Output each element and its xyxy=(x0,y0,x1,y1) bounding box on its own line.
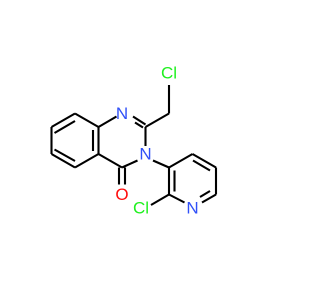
bond xyxy=(168,153,194,169)
atom-label-cl-pyridine: Cl xyxy=(133,199,149,218)
bond xyxy=(121,159,138,169)
bond xyxy=(199,190,211,198)
atom-label-n3: N xyxy=(139,145,151,164)
bond xyxy=(97,115,118,128)
bond xyxy=(150,193,170,206)
atom-label-o4: O xyxy=(115,185,128,204)
bond xyxy=(144,112,170,128)
bond xyxy=(74,153,100,169)
bond xyxy=(134,121,144,129)
bond-layer xyxy=(50,85,218,206)
atom-label-cl-methyl: Cl xyxy=(161,64,177,83)
bond xyxy=(201,193,217,204)
structure-diagram: N N O Cl N Cl xyxy=(50,64,218,218)
atom-label-n-pyridine: N xyxy=(186,199,198,218)
bond xyxy=(132,115,147,126)
bond xyxy=(152,159,170,169)
atom-label-n1: N xyxy=(116,104,128,123)
bond xyxy=(97,153,123,169)
bond xyxy=(191,153,217,169)
bond xyxy=(50,112,76,128)
bond xyxy=(53,120,76,134)
bond xyxy=(74,112,100,128)
bond xyxy=(53,148,76,162)
bond xyxy=(192,159,211,172)
atom-label-layer: N N O Cl N Cl xyxy=(115,64,198,218)
bond xyxy=(50,153,76,169)
bond xyxy=(168,193,185,204)
